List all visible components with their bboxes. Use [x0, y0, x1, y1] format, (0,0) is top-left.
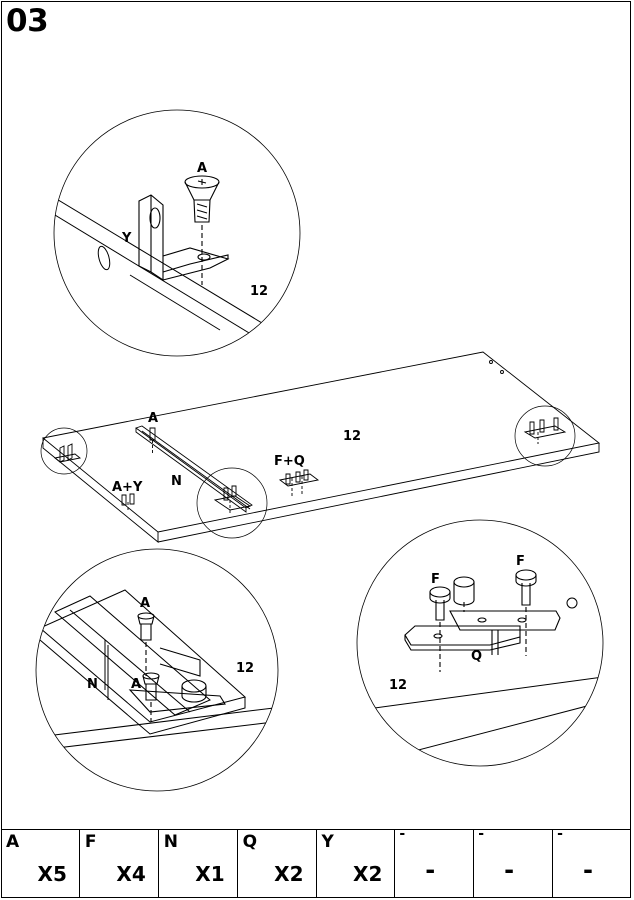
panel-12	[41, 351, 601, 543]
top-detail-circle	[53, 109, 301, 357]
right-detail-screw-right-label: F	[516, 554, 525, 569]
part-cell-y: Y X2	[317, 830, 396, 898]
part-cell-f: F X4	[80, 830, 159, 898]
overview-zoom-middle	[196, 467, 268, 539]
top-detail: A Y 12	[53, 109, 301, 357]
right-detail: F F Q 12	[356, 519, 604, 767]
part-quantity: X1	[195, 862, 225, 886]
screw-a-left-bottom	[142, 672, 160, 722]
part-quantity: X4	[116, 862, 146, 886]
part-cell-empty: - -	[553, 826, 631, 898]
part-cell-q: Q X2	[238, 830, 317, 898]
screw-f-left	[429, 586, 451, 672]
bracket-y	[138, 194, 230, 282]
step-number: 03	[6, 3, 49, 39]
part-letter: A	[6, 832, 20, 852]
left-detail-panel-label: 12	[236, 661, 254, 676]
part-quantity: X5	[37, 862, 67, 886]
rail-n	[135, 425, 253, 513]
left-detail-circle	[35, 548, 279, 792]
left-detail-panel	[36, 589, 278, 751]
left-detail: A A N 12	[35, 548, 279, 792]
left-detail-screw-bottom-label: A	[131, 677, 141, 692]
top-detail-screw-label: A	[197, 161, 207, 176]
left-detail-screw-top-label: A	[140, 596, 150, 611]
part-letter: -	[478, 826, 485, 842]
part-quantity: -	[504, 856, 515, 884]
overview-rail-label: N	[171, 474, 182, 489]
assembly-drawing: A Y 12	[35, 109, 604, 792]
right-detail-plate-label: Q	[471, 649, 482, 664]
part-quantity: X2	[353, 862, 383, 886]
top-detail-panel	[54, 194, 300, 356]
screw-a-top	[184, 175, 220, 285]
screw-f-middle	[453, 576, 475, 612]
overview-panel-label: 12	[343, 429, 361, 444]
part-letter: -	[399, 826, 406, 842]
parts-table: A X5 F X4 N X1 Q X2 Y X2 - - - - - -	[1, 826, 631, 898]
bracket-y-left	[128, 647, 226, 713]
overview: A A+Y N 12 F+Q	[40, 351, 601, 543]
part-quantity: -	[583, 856, 593, 884]
part-cell-n: N X1	[159, 830, 238, 898]
top-detail-bracket-label: Y	[121, 231, 132, 246]
overview-screw-bracket-label: A+Y	[112, 480, 143, 495]
right-detail-panel-label: 12	[389, 678, 407, 693]
right-detail-screw-left-label: F	[431, 572, 440, 587]
part-cell-empty: - -	[474, 826, 554, 898]
part-letter: N	[163, 832, 178, 852]
part-quantity: -	[425, 856, 436, 884]
plate-q	[404, 610, 561, 655]
overview-screw-label: A	[148, 411, 158, 426]
part-cell-empty: - -	[395, 826, 475, 898]
screw-f-right	[515, 569, 537, 656]
part-letter: Q	[242, 832, 258, 852]
overview-zoom-left	[40, 427, 88, 475]
right-detail-circle	[356, 519, 604, 767]
left-detail-rail-label: N	[87, 677, 98, 692]
part-letter: F	[84, 832, 97, 852]
part-cell-a: A X5	[1, 830, 80, 898]
part-letter: Y	[321, 832, 334, 852]
overview-screws	[53, 417, 567, 515]
overview-zoom-right	[514, 405, 576, 467]
part-letter: -	[557, 826, 563, 842]
part-quantity: X2	[274, 862, 304, 886]
overview-connector-label: F+Q	[274, 454, 305, 469]
top-detail-panel-label: 12	[250, 284, 268, 299]
screw-a-left-top	[137, 612, 155, 676]
